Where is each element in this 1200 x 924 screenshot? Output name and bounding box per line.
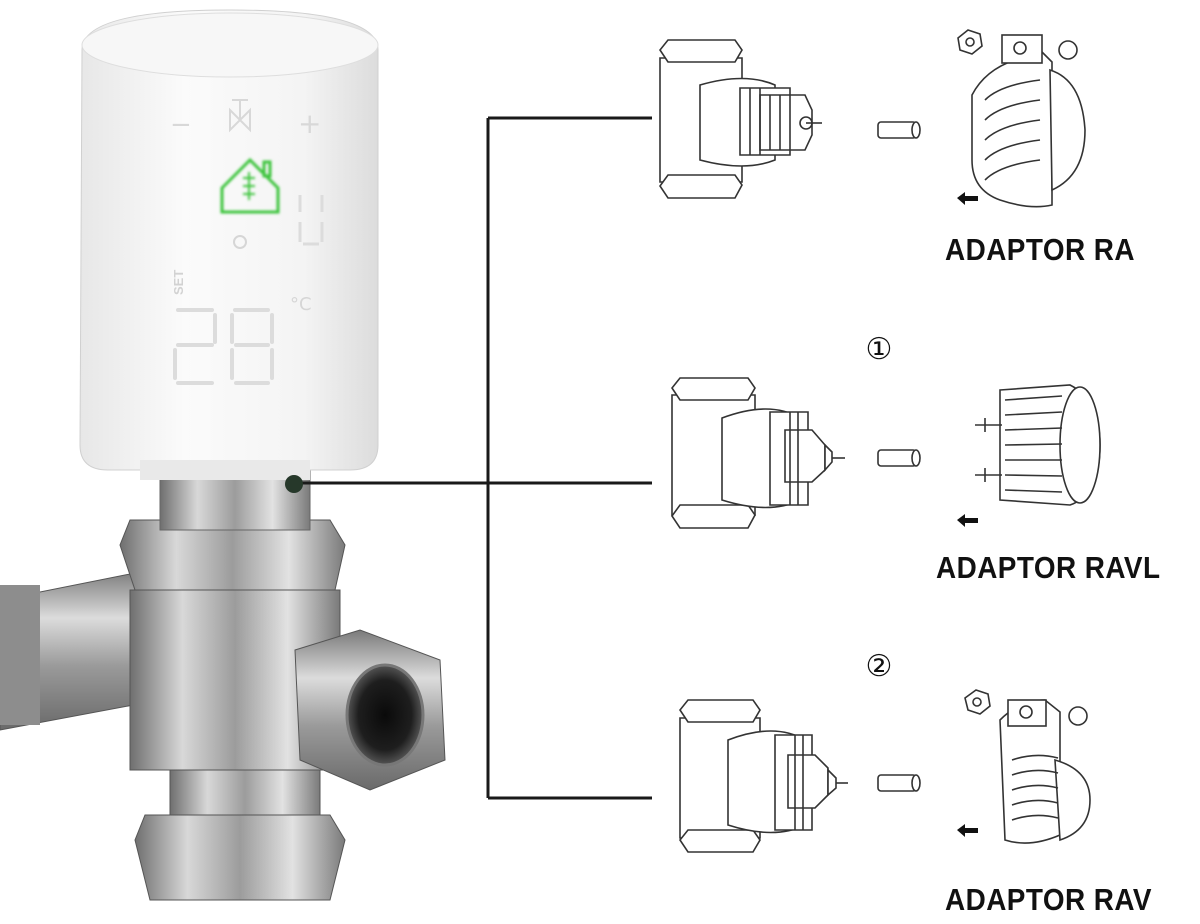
arrow-left-icon: [957, 824, 978, 837]
valve-body: [0, 469, 446, 901]
adaptor-drawing-ravl: [975, 384, 1101, 506]
refresh-icon: [233, 235, 247, 249]
adaptor-drawing-ra: [957, 29, 1086, 208]
valve-drawing-ravl: [671, 377, 845, 529]
valve-icon: [229, 99, 251, 133]
home-icon: [220, 157, 280, 214]
small-digit: [298, 195, 324, 246]
plus-icon: +: [298, 107, 321, 140]
set-label: SET: [171, 270, 186, 295]
set-temperature-digits: [173, 308, 274, 385]
minus-icon: −: [170, 110, 192, 140]
valve-drawing-ra: [659, 39, 822, 199]
adaptor-label-ra: ADAPTOR RA: [945, 232, 1135, 267]
connector-dot: [285, 475, 303, 493]
badge-1: ①: [865, 333, 893, 366]
connector-lines: [296, 116, 652, 800]
pin-rav: [877, 774, 921, 792]
pin-ravl: [877, 449, 921, 467]
pin-ra: [877, 121, 921, 139]
valve-drawing-rav: [679, 699, 848, 853]
adaptor-label-ravl: ADAPTOR RAVL: [936, 550, 1161, 585]
badge-2: ②: [865, 650, 893, 683]
arrow-left-icon: [957, 192, 978, 205]
arrow-left-icon: [957, 514, 978, 527]
thermostat-valve-illustration: − + SET °C: [0, 9, 446, 901]
adaptor-label-rav: ADAPTOR RAV: [945, 882, 1152, 917]
adaptor-drawing-rav: [964, 689, 1091, 844]
thermostat-head: − + SET °C: [79, 9, 379, 480]
unit-label: °C: [290, 294, 312, 315]
